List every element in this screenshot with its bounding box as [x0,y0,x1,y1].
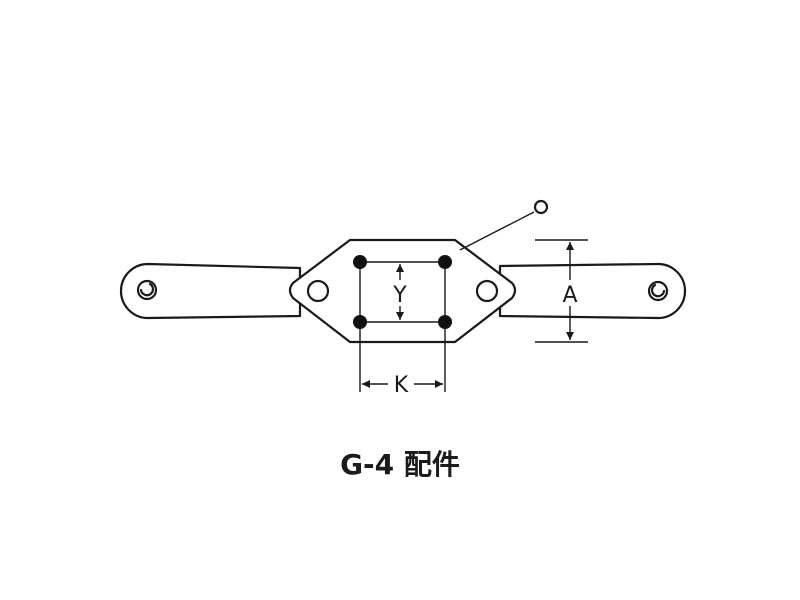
bolt-pattern [353,255,452,392]
plate-hole-left [306,279,330,303]
bolt-hole-bottom-left [353,315,367,329]
diagram-caption: G-4 配件 [340,448,460,481]
k-dimension-label: K [394,373,409,398]
left-link-bar [119,262,302,320]
right-pin-hole [647,280,669,302]
bolt-hole-top-left [353,255,367,269]
right-pin-mark [650,283,666,298]
bolt-hole-top-right [438,255,452,269]
a-dimension-label: A [562,283,577,308]
y-dimension: Y [388,264,412,320]
pin-leader [459,199,549,251]
pin-diameter-marker [533,199,549,215]
right-link-bar [498,262,687,320]
a-dimension: A [535,239,588,343]
y-dimension-label: Y [392,283,407,308]
plate-hole-right [475,279,499,303]
k-dimension: K [362,370,443,398]
left-pin-mark [139,282,155,297]
left-pin-hole [136,279,158,301]
bolt-hole-bottom-right [438,315,452,329]
